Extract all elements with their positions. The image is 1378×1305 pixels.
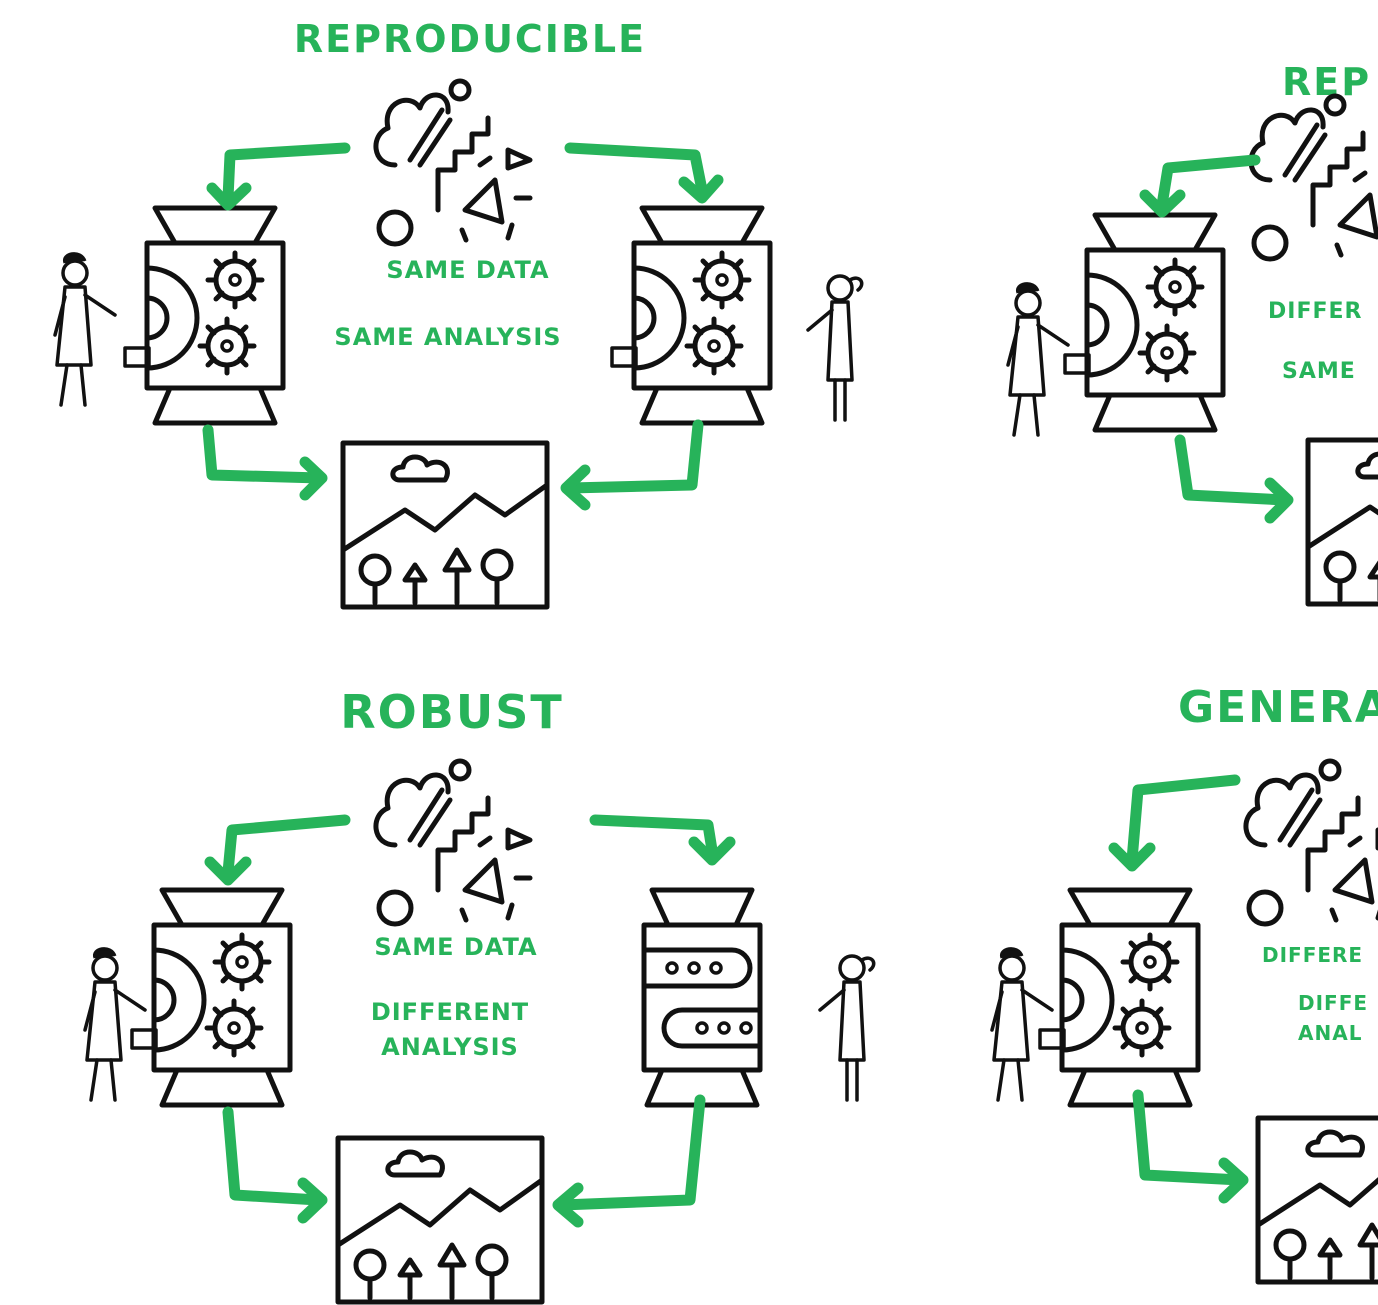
analysis-label-generalisable-line2: ANAL <box>1298 1021 1362 1045</box>
data-shapes-icon <box>376 81 530 244</box>
researcher-icon <box>806 274 864 422</box>
analysis-label-generalisable-line1: DIFFE <box>1298 991 1368 1015</box>
analysis-label-robust-line2: ANALYSIS <box>381 1033 519 1061</box>
panel-title-robust: ROBUST <box>340 685 563 739</box>
data-shapes-icon <box>376 761 530 924</box>
arrow-icon <box>1132 1089 1246 1186</box>
analysis-machine-icon <box>644 890 760 1105</box>
data-label-replicable: DIFFER <box>1268 299 1362 324</box>
panel-reproducible: REPRODUCIBLE SAME DATA SAME ANALYSIS <box>53 17 864 607</box>
researcher-icon <box>83 946 147 1102</box>
arrow-icon <box>564 142 708 196</box>
result-picture-icon <box>343 443 547 607</box>
arrow-icon <box>556 1094 706 1211</box>
panel-replicable: REP DIFFER SAME <box>1006 60 1378 604</box>
data-shapes-icon <box>1251 96 1378 259</box>
data-label-reproducible: SAME DATA <box>386 256 549 284</box>
arrow-icon <box>1174 434 1291 506</box>
analysis-machine-icon <box>612 208 770 423</box>
analysis-label-replicable: SAME <box>1282 359 1356 384</box>
data-shapes-icon <box>1246 761 1378 924</box>
analysis-label-reproducible: SAME ANALYSIS <box>334 323 561 351</box>
researcher-icon <box>1006 281 1070 437</box>
arrow-icon <box>222 142 351 204</box>
researcher-icon <box>990 946 1054 1102</box>
panel-robust: ROBUST SAME DATA DIFFERENT ANALYSIS <box>83 685 876 1302</box>
panel-title-generalisable: GENERA <box>1178 682 1378 733</box>
panel-title-reproducible: REPRODUCIBLE <box>294 17 646 61</box>
arrow-icon <box>222 1106 324 1206</box>
analysis-machine-icon <box>1040 890 1198 1105</box>
analysis-machine-icon <box>132 890 290 1105</box>
arrow-icon <box>589 814 718 856</box>
researcher-icon <box>53 251 117 407</box>
panel-generalisable: GENERA DIFFERE DIFFE ANAL <box>990 682 1378 1282</box>
result-picture-icon <box>338 1138 542 1302</box>
analysis-machine-icon <box>125 208 283 423</box>
arrow-icon <box>1126 774 1241 866</box>
result-picture-icon <box>1308 440 1378 604</box>
arrow-icon <box>564 419 704 494</box>
researcher-icon <box>818 954 876 1102</box>
result-picture-icon <box>1258 1118 1378 1282</box>
analysis-machine-icon <box>1065 215 1223 430</box>
panel-title-replicable: REP <box>1282 60 1371 104</box>
data-label-generalisable: DIFFERE <box>1262 943 1363 967</box>
arrow-icon <box>202 424 326 484</box>
data-label-robust: SAME DATA <box>374 933 537 961</box>
arrow-icon <box>222 814 351 878</box>
arrow-icon <box>1156 154 1261 211</box>
analysis-label-robust-line1: DIFFERENT <box>371 998 529 1026</box>
